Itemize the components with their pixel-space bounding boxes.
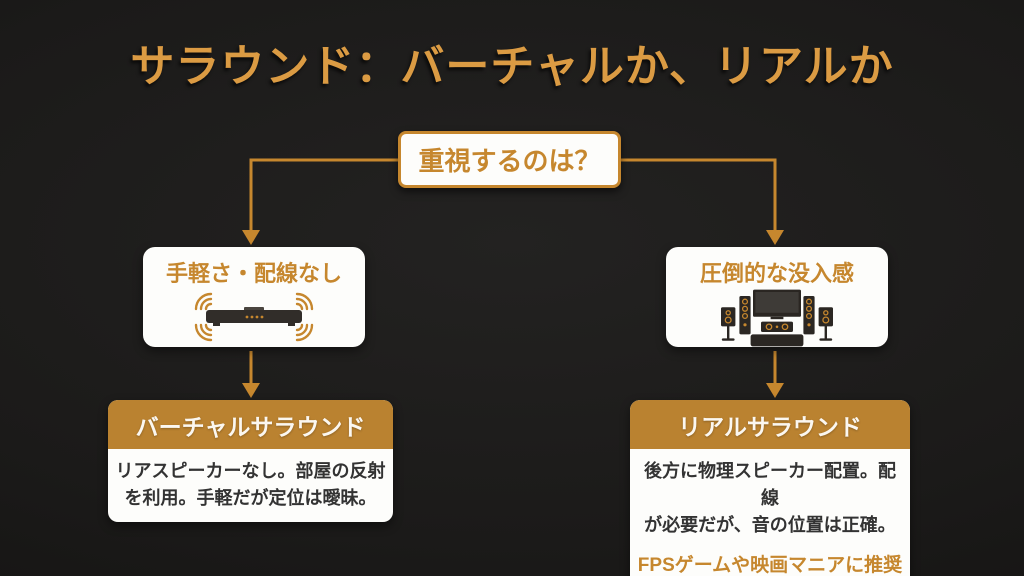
result-body-real: 後方に物理スピーカー配置。配線 が必要だが、音の位置は正確。 [630,449,910,549]
connector-left-branch [249,158,398,231]
result-body-line: リアスピーカーなし。部屋の反射 [115,461,386,481]
option-card-real: 圧倒的な没入感 [666,247,888,347]
home-theater-icon [721,289,833,347]
result-recommendation: FPSゲームや映画マニアに推奨 [637,555,903,576]
slide-title: サラウンド：バーチャルか、リアルか [130,42,894,91]
option-title-real: 圧倒的な没入感 [699,261,854,286]
arrowhead-left-top [242,230,260,245]
option-card-virtual: 手軽さ・配線なし [143,247,365,347]
result-body-line: が必要だが、音の位置は正確。 [644,515,896,535]
option-title-virtual: 手軽さ・配線なし [165,261,342,286]
result-body-virtual: リアスピーカーなし。部屋の反射 を利用。手軽だが定位は曖昧。 [108,449,393,522]
arrowhead-right-top [766,230,784,245]
connector-right-branch [621,158,777,231]
result-body-line: を利用。手軽だが定位は曖昧。 [124,488,377,508]
result-box-real: リアルサラウンド 後方に物理スピーカー配置。配線 が必要だが、音の位置は正確。 … [630,400,910,576]
result-box-virtual: バーチャルサラウンド リアスピーカーなし。部屋の反射 を利用。手軽だが定位は曖昧… [108,400,393,522]
decision-label: 重視するのは？ [418,146,601,176]
result-header-real: リアルサラウンド [630,400,910,449]
result-header-virtual: バーチャルサラウンド [108,400,393,449]
soundbar-icon [194,292,314,342]
decision-box: 重視するのは？ [398,131,621,188]
result-body-line: 後方に物理スピーカー配置。配線 [644,461,896,508]
arrowhead-right-mid [766,383,784,398]
arrowhead-left-mid [242,383,260,398]
